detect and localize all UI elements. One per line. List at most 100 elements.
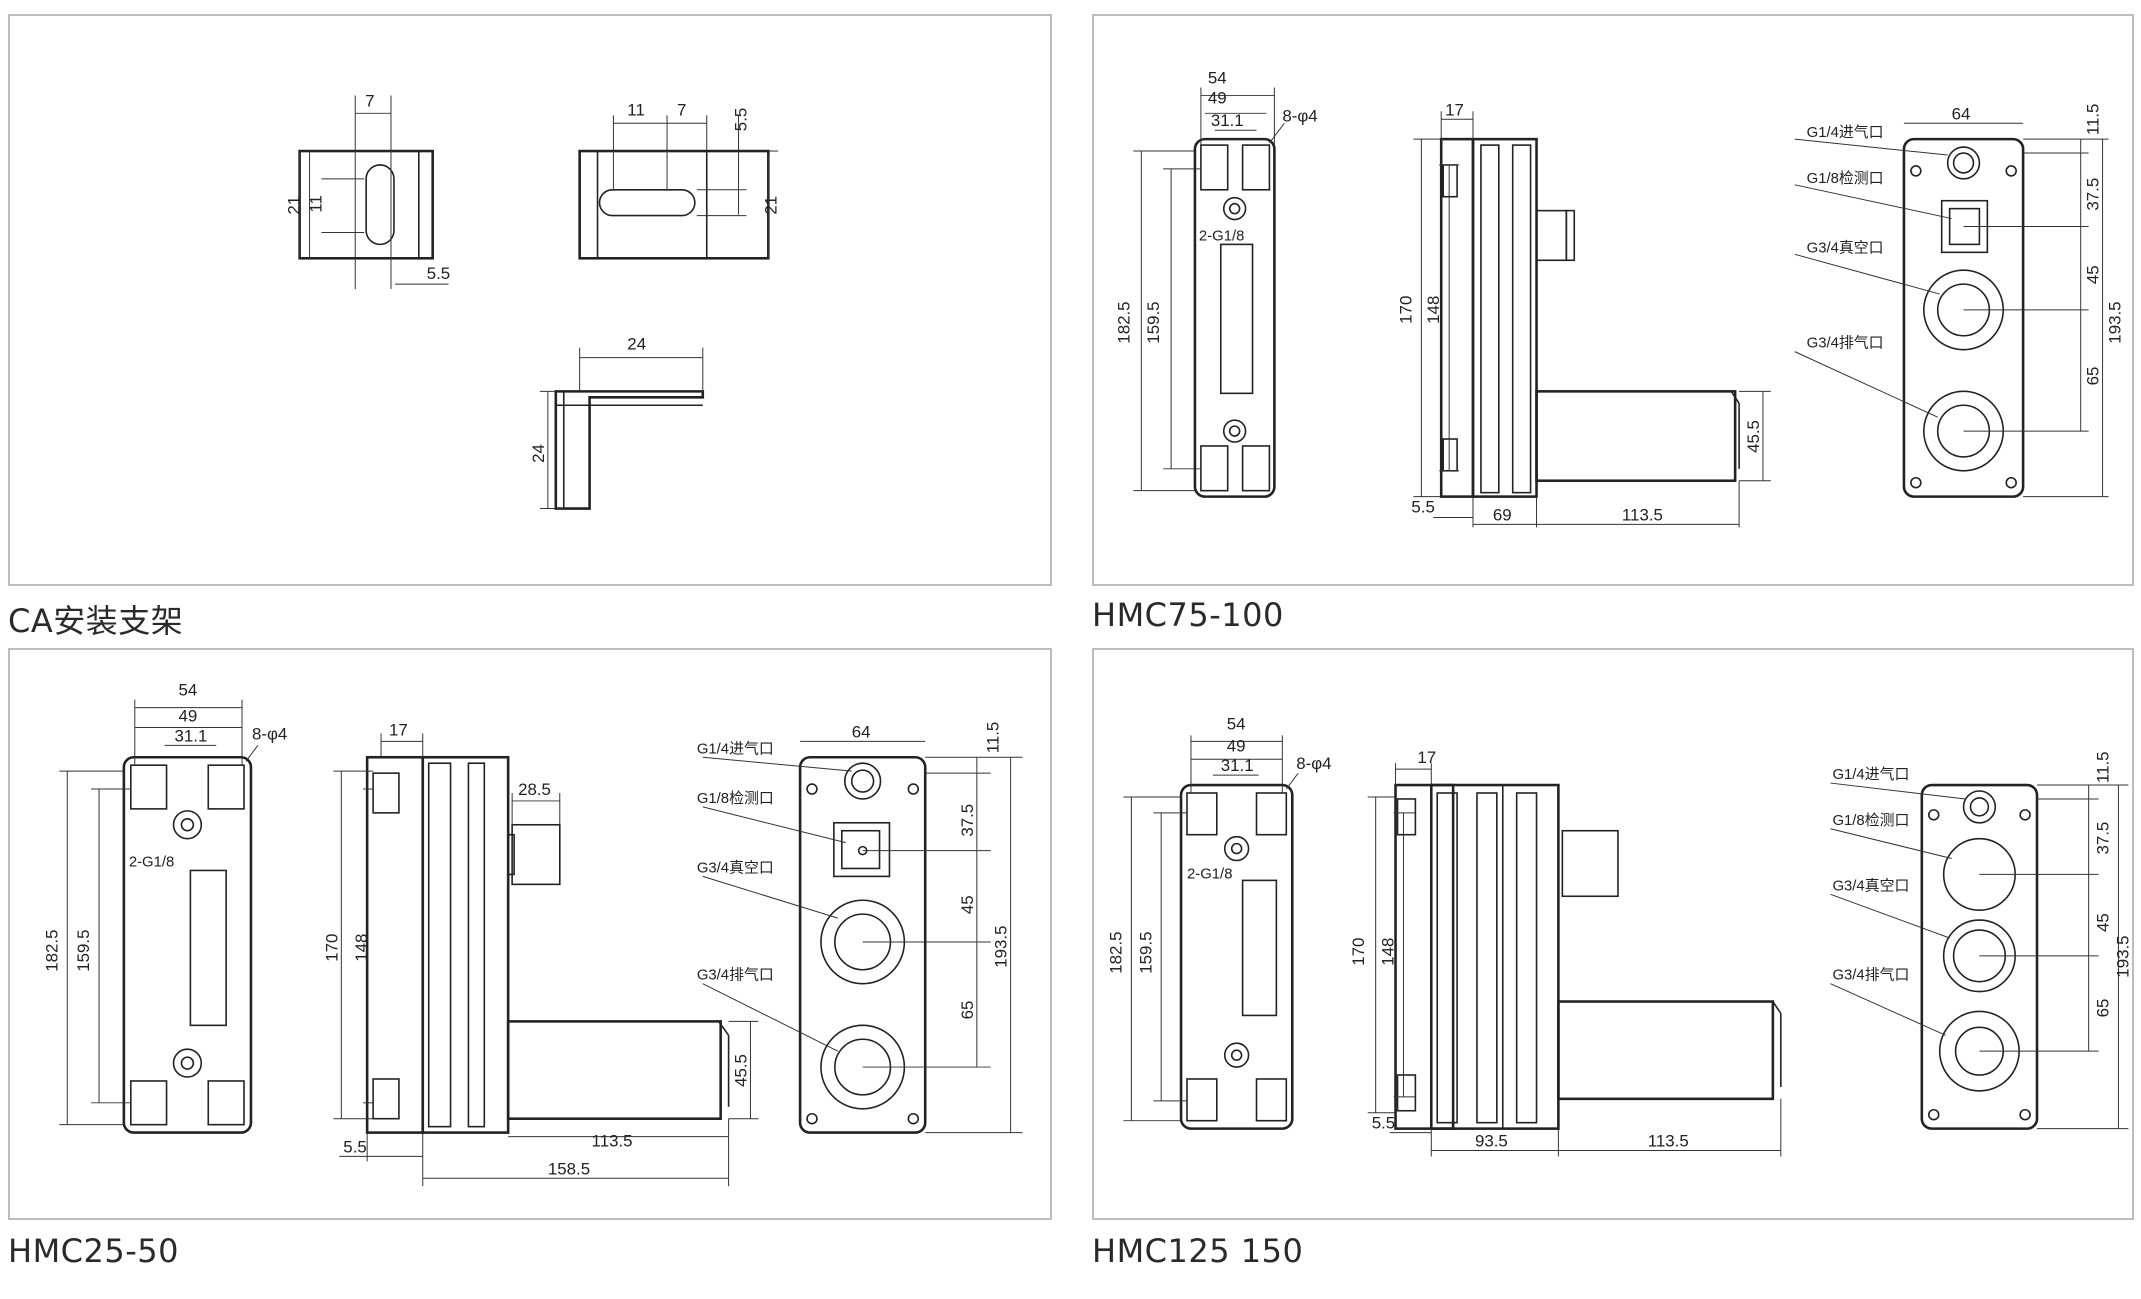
hmc25-dim-158-5: 158.5 [548,1159,590,1178]
hmc75-dim-5-5: 5.5 [1411,498,1434,517]
caption-ca-bracket: CA安装支架 [8,602,184,640]
hmc125-dim-45: 45 [2094,913,2113,932]
panel-hmc75-100: 54 49 31.1 8-φ4 2-G1/8 182.5 159.5 [1092,14,2134,586]
hmc75-dim-11-5: 11.5 [2084,104,2103,136]
hmc125-dim-159-5: 159.5 [1136,931,1155,973]
hmc125-dim-170: 170 [1349,938,1368,966]
hmc125-drawing: 54 49 31.1 8-φ4 2-G1/8 182.5 159.5 17 17… [1106,714,2132,1157]
ca-side-view [578,115,779,260]
hmc125-port-detect: G1/8检测口 [1832,812,1909,829]
hmc75-front-view [1133,87,1285,498]
hmc125-label-2-g1-8: 2-G1/8 [1187,866,1232,882]
hmc125-front-view [1123,735,1299,1130]
ca-dim-11a: 11 [306,195,325,213]
hmc75-dim-148: 148 [1424,296,1443,324]
hmc25-dim-45: 45 [958,895,977,914]
hmc25-port-inlet: G1/4进气口 [697,740,774,757]
caption-hmc75-100: HMC75-100 [1092,596,1284,634]
hmc75-dim-37-5: 37.5 [2084,178,2103,211]
ca-dim-5-5b: 5.5 [731,108,750,131]
hmc25-dim-182-5: 182.5 [42,929,61,971]
hmc25-dim-45-5: 45.5 [731,1054,750,1087]
hmc75-dim-182-5: 182.5 [1114,301,1133,343]
ca-dim-7a: 7 [365,91,374,110]
hmc75-dim-17: 17 [1445,100,1464,119]
panel-ca-bracket: 7 21 11 5.5 11 7 5.5 21 24 24 [8,14,1052,586]
hmc125-dim-148: 148 [1379,938,1398,966]
hmc75-dim-45: 45 [2084,265,2103,284]
hmc125-dim-65: 65 [2094,999,2113,1018]
hmc125-side-view [1367,763,1782,1157]
hmc75-dim-159-5: 159.5 [1144,301,1163,343]
hmc25-drawing: 54 49 31.1 8-φ4 2-G1/8 182.5 159.5 [42,681,1023,1187]
hmc25-dim-31-1: 31.1 [175,726,208,745]
caption-hmc125-150: HMC125 150 [1092,1232,1304,1270]
hmc75-dim-65: 65 [2084,367,2103,386]
hmc75-port-vacuum: G3/4真空口 [1807,238,1884,256]
hmc125-face-view [1830,782,2129,1130]
hmc25-label-2-g1-8: 2-G1/8 [129,854,174,870]
hmc75-dim-49: 49 [1208,88,1227,107]
hmc25-dim-170: 170 [322,934,341,962]
ca-dim-21b: 21 [761,196,780,215]
hmc25-front-view [59,699,259,1134]
hmc25-dim-65: 65 [958,1001,977,1020]
hmc75-side-view [1413,111,1771,528]
ca-dim-24b: 24 [529,444,548,463]
hmc75-port-inlet: G1/4进气口 [1807,124,1884,141]
hmc75-dim-170: 170 [1396,296,1415,324]
hmc25-face-view [702,740,1023,1134]
hmc25-dim-37-5: 37.5 [958,804,977,837]
hmc75-dim-64: 64 [1952,104,1971,123]
hmc125-dim-11-5: 11.5 [2094,751,2113,783]
hmc25-port-vacuum: G3/4真空口 [697,858,774,876]
ca-dim-21a: 21 [285,196,304,215]
hmc25-dim-148: 148 [352,934,371,962]
hmc25-dim-64: 64 [852,722,871,741]
hmc125-dim-37-5: 37.5 [2094,822,2113,855]
hmc125-dim-193-5: 193.5 [2113,935,2132,977]
hmc125-dim-182-5: 182.5 [1106,931,1125,973]
hmc75-dim-holes: 8-φ4 [1282,106,1317,125]
ca-front-view [298,95,449,290]
hmc25-dim-54: 54 [178,681,197,700]
hmc125-dim-93-5: 93.5 [1475,1132,1508,1151]
hmc125-dim-5-5: 5.5 [1372,1114,1395,1133]
hmc125-port-vacuum: G3/4真空口 [1832,876,1909,894]
hmc125-dim-31-1: 31.1 [1221,756,1254,775]
hmc75-dim-31-1: 31.1 [1211,111,1244,130]
panel-hmc125-150: 54 49 31.1 8-φ4 2-G1/8 182.5 159.5 17 17… [1092,648,2134,1220]
hmc25-side-view [333,733,759,1187]
ca-dim-7b: 7 [677,100,686,119]
ca-dim-5-5a: 5.5 [427,264,450,283]
hmc25-dim-49: 49 [178,706,197,725]
hmc75-dim-193-5: 193.5 [2105,301,2124,343]
hmc25-dim-17: 17 [389,720,408,739]
hmc25-dim-113-5: 113.5 [592,1132,633,1151]
ca-dim-11b: 11 [627,100,645,119]
ca-dim-24a: 24 [627,335,646,354]
hmc125-dim-49: 49 [1227,736,1246,755]
hmc125-port-inlet: G1/4进气口 [1832,766,1909,783]
hmc25-dim-28-5: 28.5 [518,780,551,799]
hmc125-dim-holes: 8-φ4 [1296,754,1331,773]
panel-hmc25-50: 54 49 31.1 8-φ4 2-G1/8 182.5 159.5 [8,648,1052,1220]
hmc75-drawing: 54 49 31.1 8-φ4 2-G1/8 182.5 159.5 [1114,69,2124,528]
hmc25-dim-holes: 8-φ4 [252,724,287,743]
hmc125-dim-54: 54 [1227,714,1246,733]
hmc75-face-view [1794,122,2109,498]
hmc125-dim-17: 17 [1417,748,1436,767]
hmc25-port-detect: G1/8检测口 [697,790,774,807]
hmc75-dim-54: 54 [1208,69,1227,88]
hmc125-dim-113-5: 113.5 [1648,1132,1689,1151]
hmc25-dim-5-5: 5.5 [343,1137,366,1156]
hmc75-dim-45-5: 45.5 [1744,420,1763,453]
hmc25-dim-159-5: 159.5 [74,929,93,971]
ca-bracket-drawing: 7 21 11 5.5 11 7 5.5 21 24 24 [285,91,780,510]
hmc25-dim-11-5: 11.5 [984,722,1003,754]
hmc125-port-exhaust: G3/4排气口 [1832,967,1909,984]
hmc25-dim-193-5: 193.5 [992,926,1011,968]
hmc75-port-detect: G1/8检测口 [1807,170,1884,187]
hmc75-port-exhaust: G3/4排气口 [1807,335,1884,352]
hmc75-label-2-g1-8: 2-G1/8 [1199,228,1244,244]
